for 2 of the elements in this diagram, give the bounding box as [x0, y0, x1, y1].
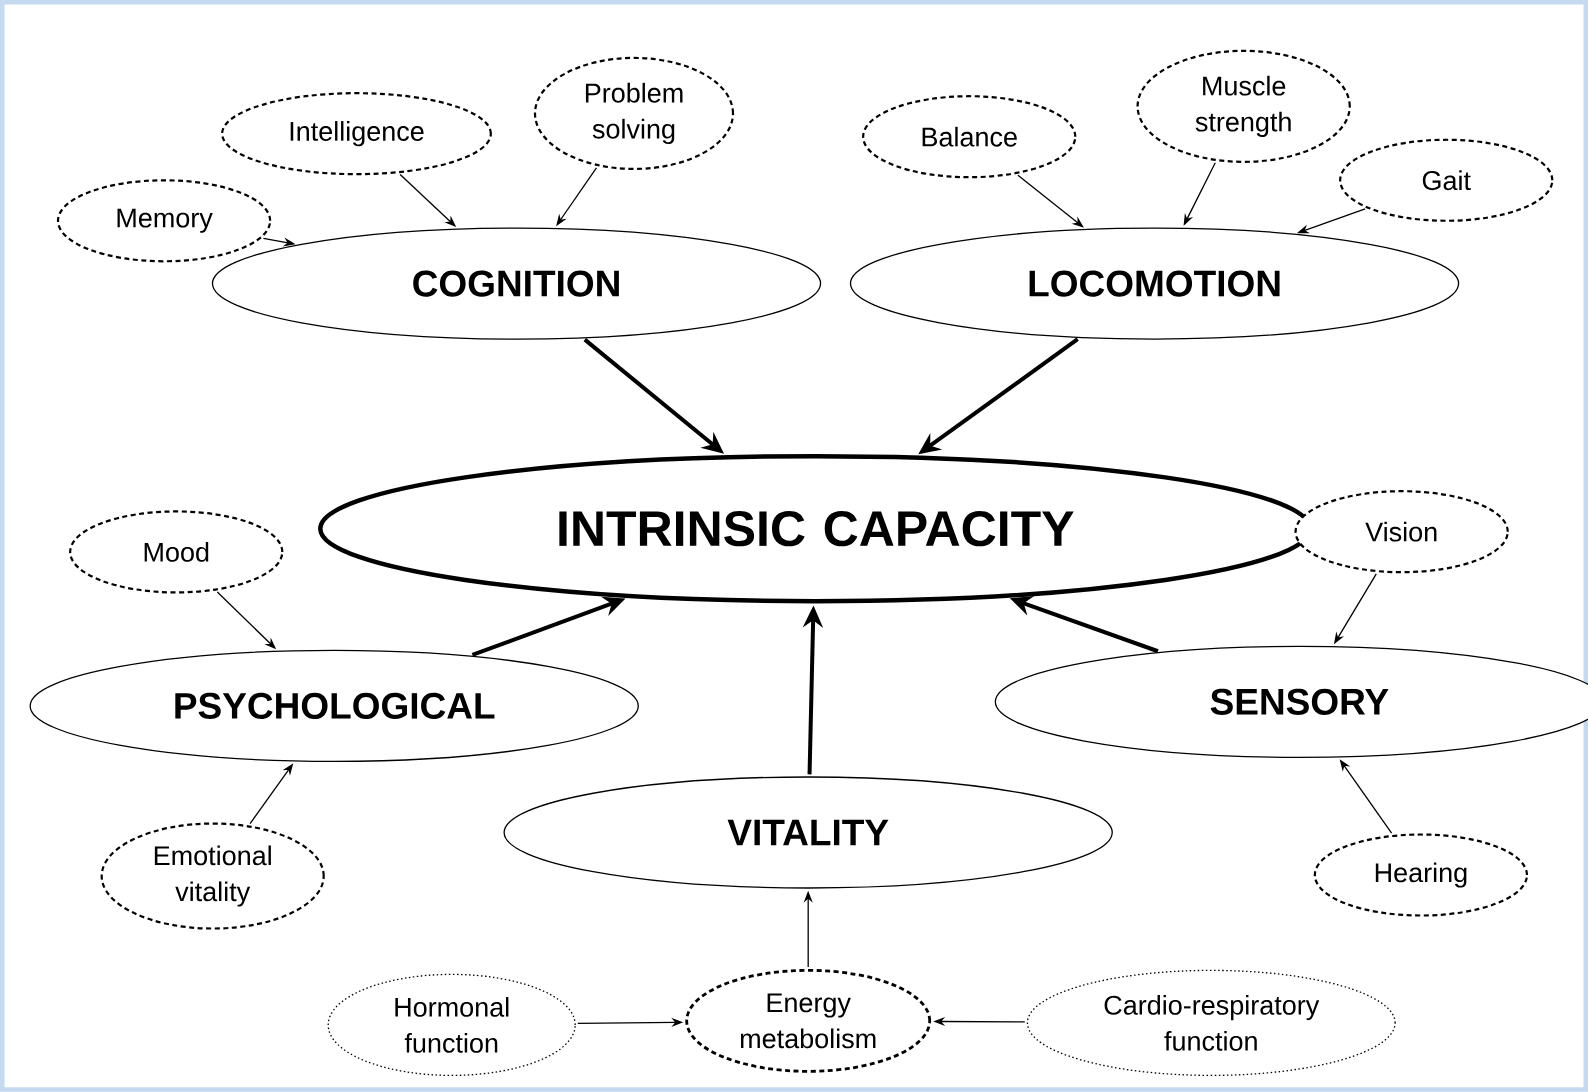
arrow	[1017, 174, 1084, 228]
node-label: SENSORY	[1210, 688, 1389, 716]
